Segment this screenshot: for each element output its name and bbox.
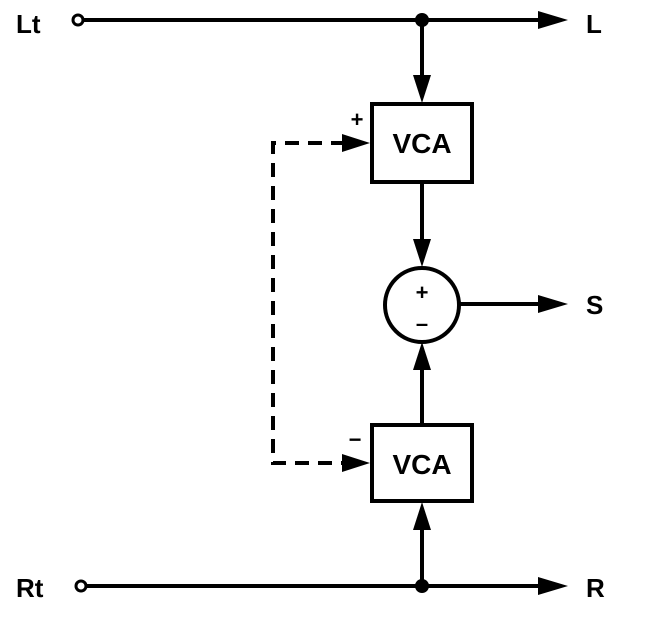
arrow-into-top-vca [413, 75, 431, 103]
summer-plus: + [416, 280, 429, 305]
vca-top-box [370, 102, 474, 184]
vca-top-label: VCA [392, 128, 451, 159]
terminal-lt [71, 13, 85, 27]
label-r: R [586, 573, 605, 603]
terminal-rt [74, 579, 88, 593]
vca-top-sign: + [351, 107, 364, 132]
control-dashed-line [271, 141, 345, 465]
vca-bottom-sign: − [349, 427, 362, 452]
label-l: L [586, 9, 602, 39]
junction-bottom [415, 579, 429, 593]
vca-bottom-label: VCA [392, 449, 451, 480]
summer-minus: – [416, 311, 428, 336]
vca-bottom-box [370, 423, 474, 503]
arrow-to-r [538, 577, 568, 595]
label-rt: Rt [16, 573, 44, 603]
arrow-into-bottom-vca [413, 502, 431, 530]
arrow-into-summer-bottom [413, 342, 431, 370]
label-lt: Lt [16, 9, 41, 39]
label-s: S [586, 290, 603, 320]
arrow-to-s [538, 295, 568, 313]
arrow-control-top [342, 134, 370, 152]
arrow-into-summer-top [413, 239, 431, 267]
arrow-to-l [538, 11, 568, 29]
arrow-control-bottom [342, 454, 370, 472]
